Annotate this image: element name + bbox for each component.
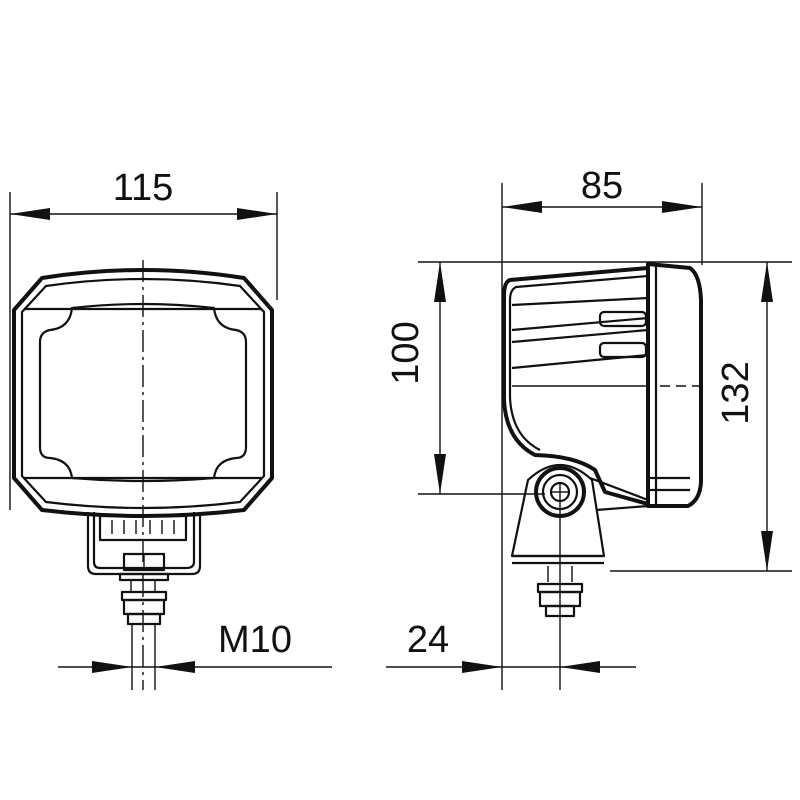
lamp-housing-inner — [20, 277, 266, 510]
side-bezel — [646, 262, 703, 508]
side-housing-inner — [508, 274, 649, 451]
front-view: 115 — [9, 167, 332, 690]
dimension-depth-85: 85 — [501, 165, 703, 690]
dimension-label-depth: 85 — [581, 165, 623, 207]
dimension-height-132: 132 — [610, 262, 792, 572]
dimension-width-115: 115 — [9, 167, 278, 510]
dimension-label-width: 115 — [113, 167, 174, 209]
dimension-offset-24: 24 — [386, 619, 636, 673]
lamp-lens — [38, 302, 248, 483]
dimension-label-offset: 24 — [407, 619, 449, 661]
dimension-label-mount-height: 100 — [385, 321, 427, 384]
front-bracket — [86, 512, 202, 690]
side-housing — [502, 266, 649, 506]
side-mount — [510, 464, 649, 690]
dimension-height-100: 100 — [385, 262, 545, 495]
dimension-label-thread: M10 — [218, 619, 292, 661]
dimension-thread-m10: M10 — [58, 619, 332, 673]
dimension-label-total-height: 132 — [715, 361, 757, 424]
lamp-housing-outer — [12, 268, 274, 518]
side-view: 85 100 132 — [385, 165, 792, 690]
